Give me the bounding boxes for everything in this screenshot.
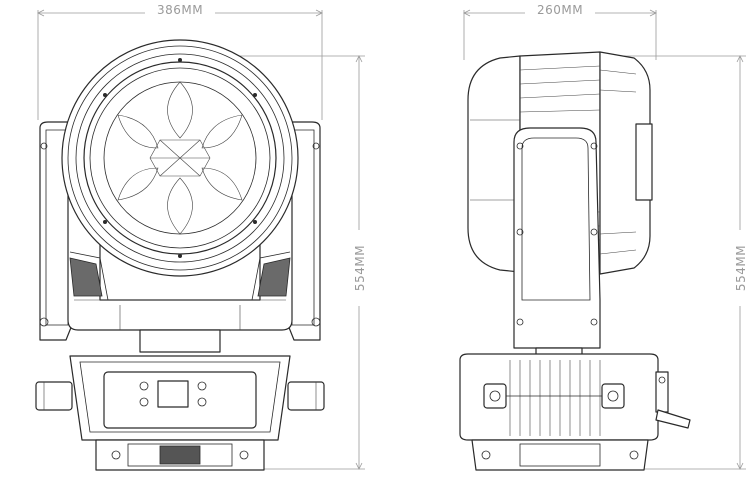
front-width-label: 386MM — [157, 3, 203, 17]
panel-button — [139, 381, 149, 391]
side-base — [459, 347, 691, 471]
front-base — [35, 355, 325, 471]
front-neck — [139, 329, 221, 353]
side-width-dimension: 260MM — [463, 3, 657, 60]
panel-button — [139, 397, 149, 407]
side-yoke — [513, 127, 601, 349]
front-width-dimension: 386MM — [37, 3, 323, 120]
panel-button — [197, 381, 207, 391]
front-height-dimension: 554MM — [175, 55, 368, 470]
front-head — [61, 39, 299, 277]
side-base-fins — [509, 360, 601, 436]
control-panel — [103, 371, 257, 429]
front-height-label: 554MM — [353, 245, 367, 291]
side-height-label: 554MM — [734, 245, 748, 291]
side-width-label: 260MM — [537, 3, 583, 17]
side-height-dimension: 554MM — [600, 55, 748, 470]
front-view: 386MM 554MM — [35, 3, 368, 471]
side-view: 260MM 554MM — [459, 3, 748, 471]
lens-array — [117, 81, 243, 235]
panel-button — [197, 397, 207, 407]
side-connectors — [655, 371, 669, 413]
side-handle-right — [601, 383, 625, 409]
side-handle-left — [483, 383, 507, 409]
display-screen — [157, 380, 189, 408]
